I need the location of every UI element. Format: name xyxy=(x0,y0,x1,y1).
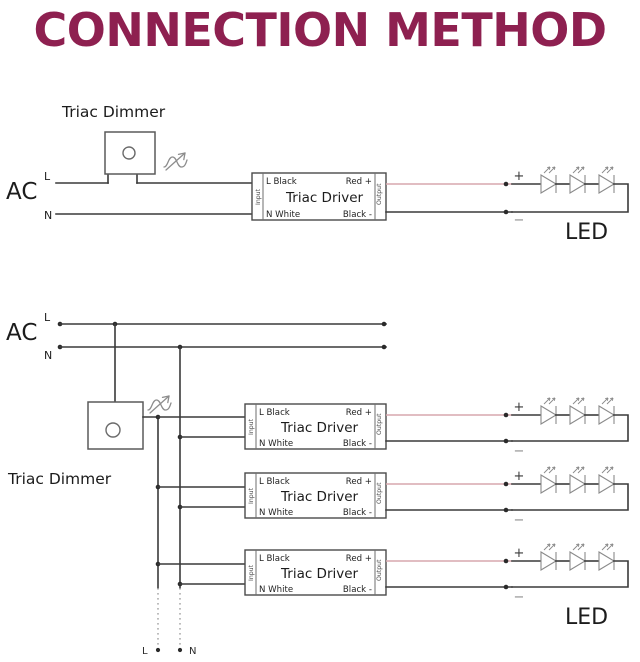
driver-3-input-side-label: Input xyxy=(248,564,255,581)
driver-1-output-negative-label: Black - xyxy=(343,439,372,449)
led-positive-terminal-1: + xyxy=(514,400,525,415)
led-negative-terminal-1: − xyxy=(514,444,525,459)
continuation-live-dot xyxy=(155,647,161,653)
led-negative-terminal-top: − xyxy=(514,213,525,228)
led-negative-terminal-3: − xyxy=(514,590,525,605)
ac-live-label-top: L xyxy=(44,170,51,183)
continuation-neutral-label: N xyxy=(189,646,196,657)
led-symbol-1-top xyxy=(540,166,557,194)
junction-dot-positive-1 xyxy=(503,412,509,418)
junction-dot-negative-3 xyxy=(503,584,509,590)
triac-dimmer-label-top: Triac Dimmer xyxy=(61,103,166,121)
top-diagram-group: AC L N Triac Dimmer Input Output L Black xyxy=(6,103,629,245)
bus-neutral-end-dot-bottom xyxy=(381,344,387,350)
driver-1-output-positive-label: Red + xyxy=(346,408,372,418)
led-symbol-3-top xyxy=(598,166,615,194)
driver-1-input-side-label: Input xyxy=(248,418,255,435)
wire-led-return-top xyxy=(511,183,629,213)
driver-2-output-positive-label: Red + xyxy=(346,477,372,487)
dimmer-wave-arrow-symbol-bottom xyxy=(147,395,172,414)
driver-2-output-negative-label: Black - xyxy=(343,508,372,518)
driver-2-input-side-label: Input xyxy=(248,487,255,504)
triac-driver-label-top: Triac Driver xyxy=(285,190,364,206)
driver-3-output-side-label: Output xyxy=(376,559,383,581)
junction-dot-positive-3 xyxy=(503,558,509,564)
led-positive-terminal-3: + xyxy=(514,546,525,561)
led-symbol-1-row-1 xyxy=(540,397,557,425)
driver-2-input-neutral-label: N White xyxy=(259,508,293,518)
driver-output-side-label-top: Output xyxy=(376,183,383,205)
led-symbol-1-row-3 xyxy=(540,543,557,571)
driver-1-output-side-label: Output xyxy=(376,413,383,435)
led-symbol-3-row-2 xyxy=(598,466,615,494)
junction-dot-positive-top xyxy=(503,181,509,187)
triac-driver-box-1[interactable] xyxy=(244,403,387,450)
triac-driver-box-2[interactable] xyxy=(244,472,387,519)
wire-led-return-1 xyxy=(511,414,629,442)
dimmer-knob-icon-top[interactable] xyxy=(122,146,136,160)
junction-dot-negative-top xyxy=(503,209,509,215)
wire-led-return-2 xyxy=(511,483,629,511)
continuation-live-label: L xyxy=(142,646,148,657)
driver-input-side-label-top: Input xyxy=(255,188,262,205)
dimmer-wave-arrow-symbol-top xyxy=(163,152,188,171)
driver-3-input-live-label: L Black xyxy=(259,554,290,564)
triac-driver-label-3: Triac Driver xyxy=(280,566,359,582)
led-load-label-top: LED xyxy=(565,220,608,245)
driver-1-input-live-label: L Black xyxy=(259,408,290,418)
ac-neutral-label-bottom: N xyxy=(44,349,52,362)
page-title: CONNECTION METHOD xyxy=(33,3,607,57)
wire-led-return-3 xyxy=(511,560,629,588)
triac-driver-box-3[interactable] xyxy=(244,549,387,596)
triac-driver-label-1: Triac Driver xyxy=(280,420,359,436)
led-symbol-2-top xyxy=(569,166,586,194)
triac-driver-box-top[interactable] xyxy=(251,172,387,221)
driver-3-output-negative-label: Black - xyxy=(343,585,372,595)
driver-2-input-live-label: L Black xyxy=(259,477,290,487)
led-symbol-2-row-3 xyxy=(569,543,586,571)
led-negative-terminal-2: − xyxy=(514,513,525,528)
junction-dot-positive-2 xyxy=(503,481,509,487)
driver-input-live-label-top: L Black xyxy=(266,177,297,187)
bus-live-end-dot-bottom xyxy=(381,321,387,327)
bottom-diagram-group: AC L N Triac Dimmer xyxy=(6,311,629,657)
continuation-neutral-dot xyxy=(177,647,183,653)
led-positive-terminal-top: + xyxy=(514,169,525,184)
ac-neutral-label-top: N xyxy=(44,209,52,222)
triac-driver-label-2: Triac Driver xyxy=(280,489,359,505)
led-symbol-3-row-3 xyxy=(598,543,615,571)
driver-3-input-neutral-label: N White xyxy=(259,585,293,595)
ac-source-label-top: AC xyxy=(6,179,37,205)
driver-output-positive-label-top: Red + xyxy=(346,177,372,187)
driver-output-negative-label-top: Black - xyxy=(343,210,372,220)
ac-source-label-bottom: AC xyxy=(6,320,37,346)
dimmer-knob-icon-bottom[interactable] xyxy=(105,422,121,438)
led-symbol-1-row-2 xyxy=(540,466,557,494)
led-symbol-2-row-2 xyxy=(569,466,586,494)
led-symbol-2-row-1 xyxy=(569,397,586,425)
driver-1-input-neutral-label: N White xyxy=(259,439,293,449)
led-positive-terminal-2: + xyxy=(514,469,525,484)
led-symbol-3-row-1 xyxy=(598,397,615,425)
driver-2-output-side-label: Output xyxy=(376,482,383,504)
led-load-label-bottom: LED xyxy=(565,605,608,630)
driver-3-output-positive-label: Red + xyxy=(346,554,372,564)
driver-input-neutral-label-top: N White xyxy=(266,210,300,220)
junction-dot-negative-1 xyxy=(503,438,509,444)
triac-dimmer-label-bottom: Triac Dimmer xyxy=(7,470,112,488)
ac-live-label-bottom: L xyxy=(44,311,51,324)
junction-dot-negative-2 xyxy=(503,507,509,513)
